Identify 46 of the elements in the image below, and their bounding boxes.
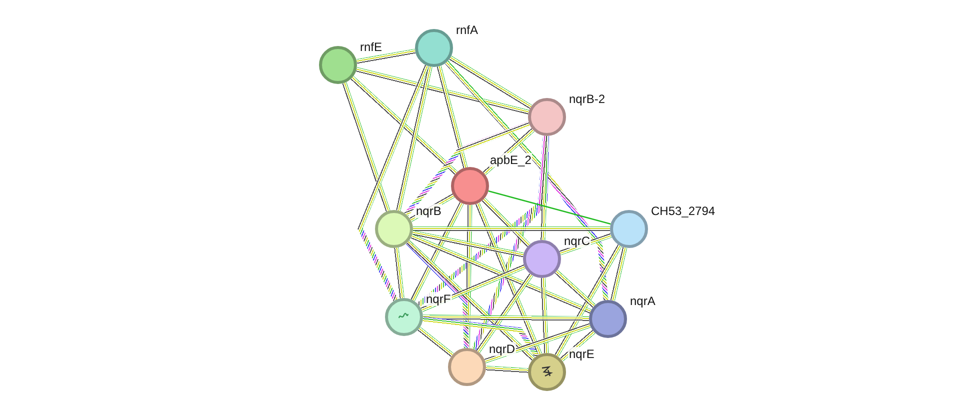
edge-line [412, 230, 524, 258]
node-label: nqrB-2 [568, 92, 606, 106]
edge-line [413, 226, 610, 232]
edge-line [554, 244, 622, 357]
node-label: nqrD [488, 342, 516, 356]
edge-line [406, 240, 535, 361]
edge-line [350, 76, 458, 175]
node-label: rnfE [359, 40, 384, 54]
node-label: nqrE [568, 347, 596, 361]
node-label: nqrF [425, 292, 452, 306]
node-label: apbE_2 [489, 153, 532, 167]
edge-line [559, 232, 612, 256]
edge-line [560, 330, 596, 362]
edge-line [448, 56, 532, 110]
edge-line [486, 366, 528, 374]
edge-line [484, 322, 591, 364]
edge-line [417, 136, 550, 307]
edge-line [356, 48, 416, 64]
edge-line [472, 136, 548, 350]
edge-line [420, 264, 526, 312]
edge-line [342, 82, 390, 212]
edge-line [422, 314, 590, 322]
node-label: nqrB [415, 204, 442, 218]
node-label: CH53_2794 [650, 204, 716, 218]
edge-line [394, 248, 404, 298]
node-label: rnfA [455, 23, 480, 37]
edge-line [356, 67, 530, 115]
edge-line [540, 278, 549, 354]
edge-line [488, 190, 611, 225]
edge-line [444, 60, 608, 300]
edge-line [417, 326, 454, 358]
edge-line [464, 204, 472, 348]
edge-line [410, 202, 464, 302]
edge-line [404, 121, 530, 216]
edge-line [436, 66, 468, 168]
edge-line [357, 64, 430, 302]
edge-line [474, 202, 542, 356]
edge-line [422, 316, 539, 358]
node-label: nqrA [629, 294, 656, 308]
edge-line [554, 270, 596, 308]
edge-line [482, 198, 530, 248]
edge-line [610, 246, 628, 302]
node-label: nqrC [563, 234, 592, 248]
edge-line [476, 273, 534, 353]
edge-line [396, 66, 432, 211]
edge-line [410, 234, 592, 314]
